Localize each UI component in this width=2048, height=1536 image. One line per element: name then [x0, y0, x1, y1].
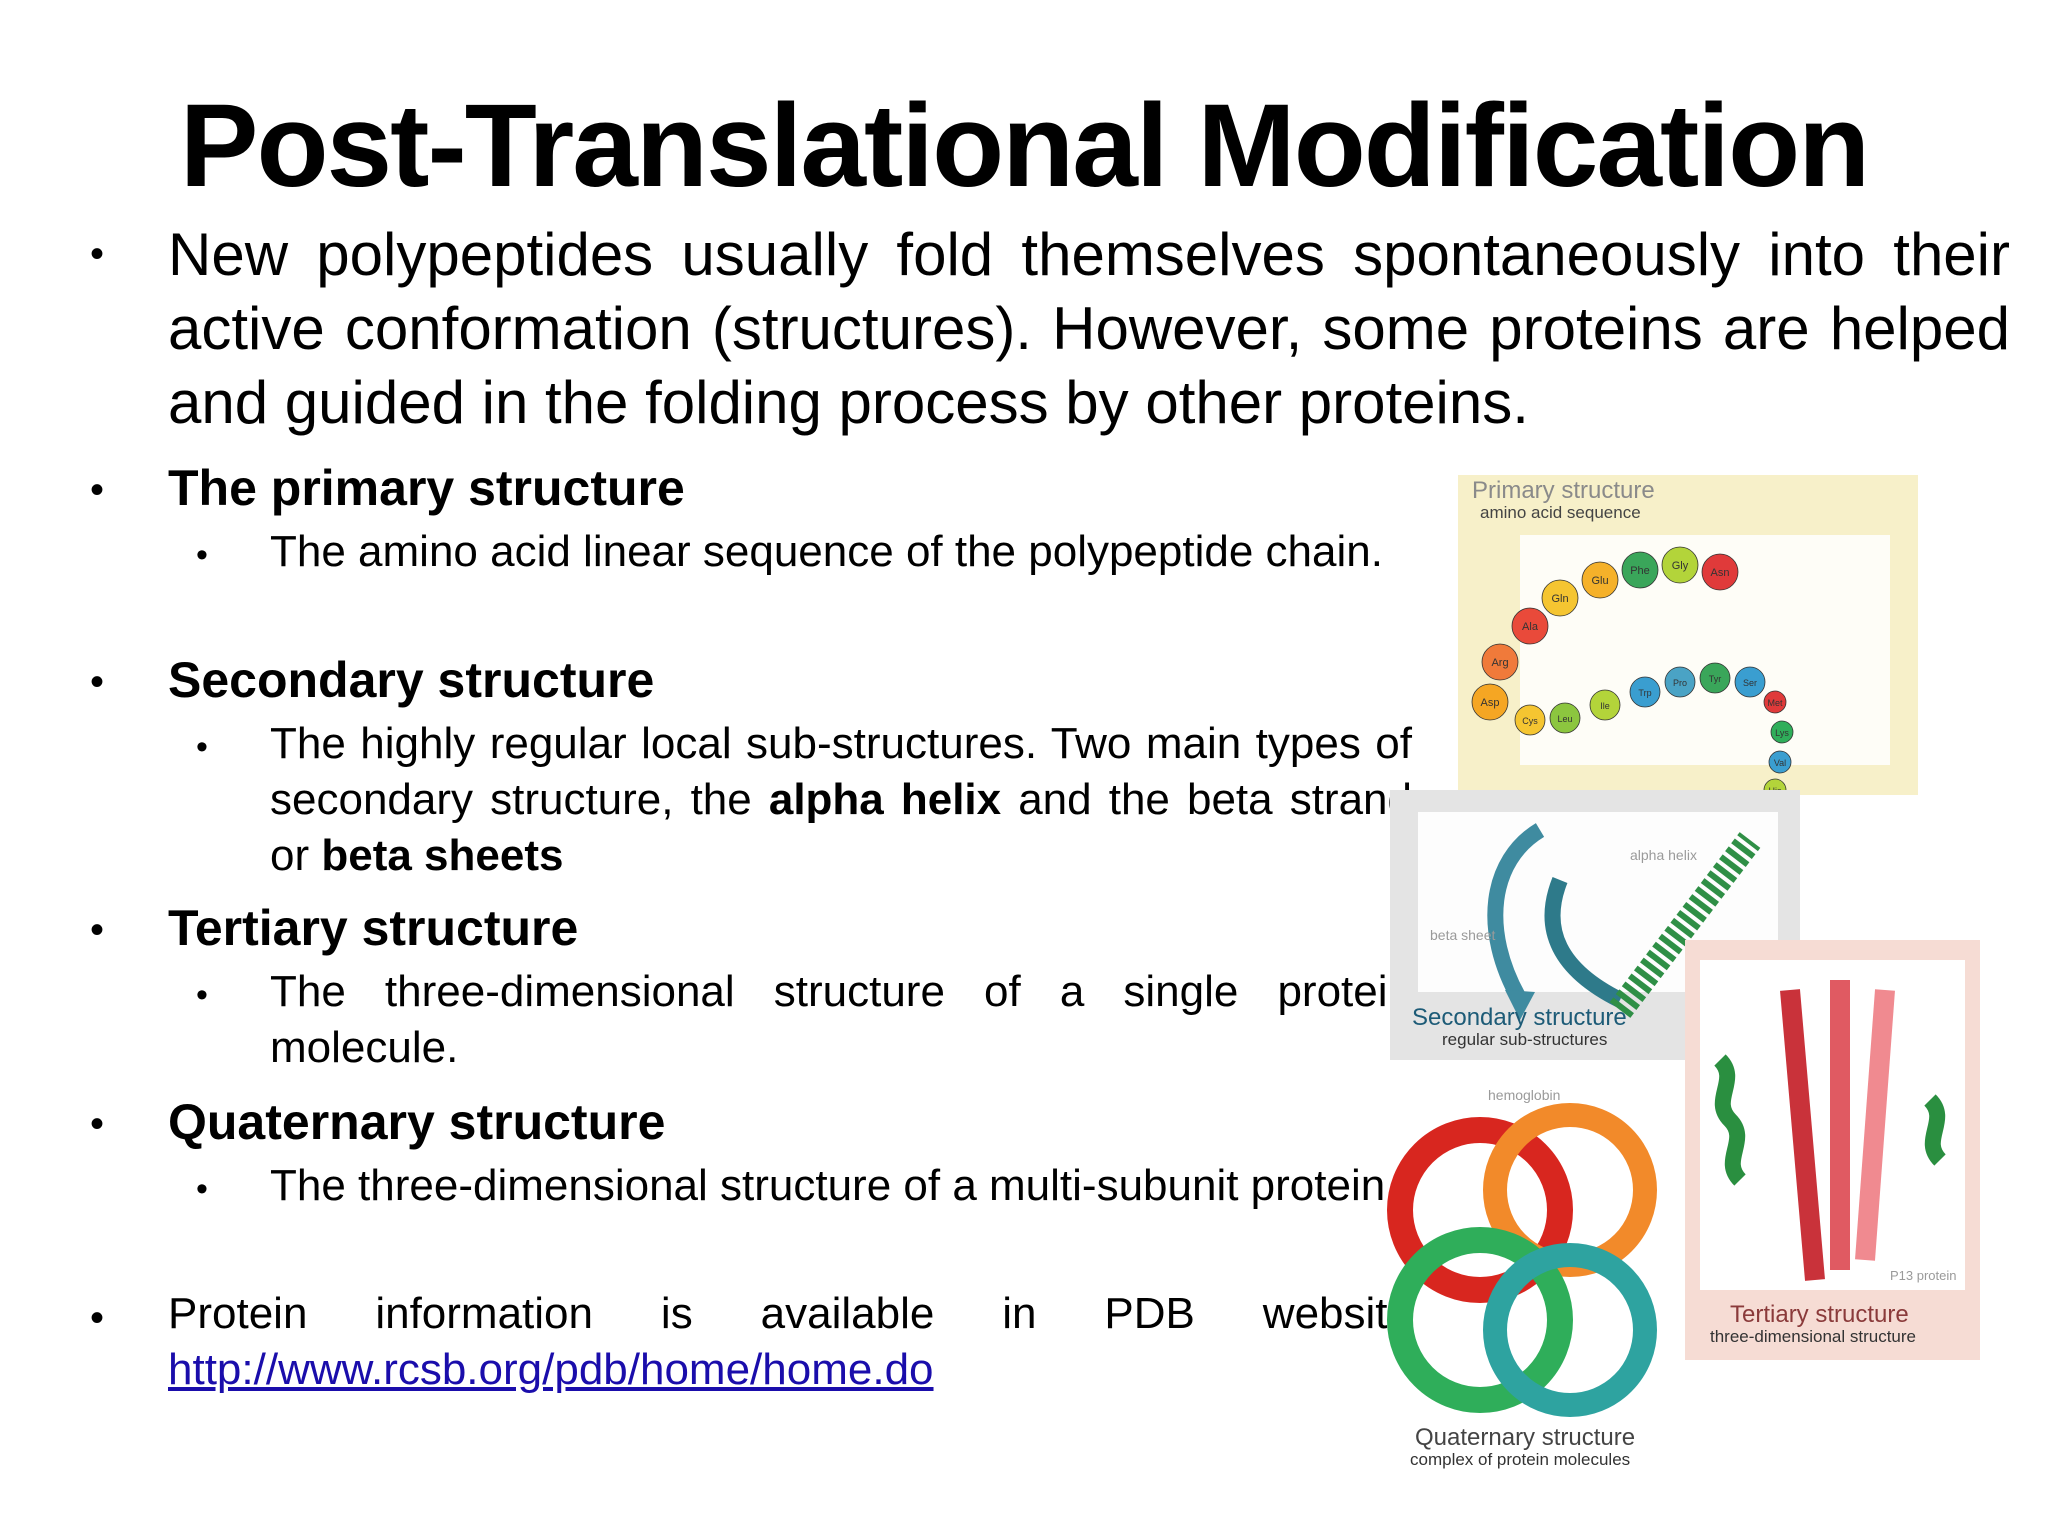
beta-strand-2: [1544, 877, 1624, 1008]
amino-acid-bead: [1621, 551, 1659, 589]
quaternary-title: Quaternary structure: [1415, 1424, 1635, 1451]
amino-acid-bead: [1701, 553, 1739, 591]
amino-acid-bead: [1763, 690, 1787, 714]
sub-bullet-dot: •: [196, 1170, 208, 1208]
amino-acid-label: Tyr: [1709, 674, 1722, 684]
hemoglobin-label: hemoglobin: [1488, 1087, 1560, 1103]
p13-label: P13 protein: [1890, 1268, 1957, 1283]
tertiary-subtitle: three-dimensional structure: [1710, 1327, 1916, 1346]
protein-structure-illustration: Primary structure amino acid sequence As…: [1387, 475, 1980, 1469]
amino-acid-bead: [1699, 662, 1731, 694]
amino-acid-label: Asn: [1711, 567, 1730, 579]
slide-title: Post-Translational Modification: [179, 80, 1870, 212]
primary-description: The amino acid linear sequence of the po…: [270, 527, 1383, 576]
amino-acid-label: Arg: [1491, 657, 1508, 669]
amino-acid-bead: [1514, 704, 1546, 736]
bullet-dot: •: [90, 232, 105, 276]
amino-acid-label: Leu: [1557, 714, 1572, 724]
amino-acid-label: Ala: [1522, 621, 1539, 633]
secondary-text-1: The highly regular local sub-structures.…: [270, 719, 1412, 824]
tertiary-description: The three-dimensional structure of a sin…: [270, 967, 1412, 1072]
amino-acid-label: Asp: [1481, 697, 1500, 709]
amino-acid-label: Gly: [1672, 560, 1689, 572]
secondary-title: Secondary structure: [1412, 1004, 1627, 1031]
amino-acid-bead: [1541, 579, 1579, 617]
alpha-helix-term: alpha helix: [768, 775, 1002, 824]
amino-acid-bead: [1629, 676, 1661, 708]
intro-text: New polypeptides usually fold themselves…: [168, 221, 2010, 436]
bullet-dot: •: [90, 660, 105, 704]
amino-acid-label: Lys: [1775, 728, 1789, 738]
amino-acid-label: Phe: [1630, 565, 1650, 577]
bullet-dot: •: [90, 908, 105, 952]
primary-subtitle: amino acid sequence: [1480, 503, 1641, 522]
quaternary-chain-green: [1387, 1227, 1573, 1413]
beta-strand-1: [1487, 823, 1545, 1004]
amino-acid-bead: [1661, 546, 1699, 584]
tertiary-helix-1: [1713, 1054, 1747, 1186]
beta-sheets-term: beta sheets: [321, 831, 564, 880]
amino-acid-bead: [1770, 720, 1794, 744]
secondary-text-2: and the beta strand or: [270, 775, 1412, 880]
tertiary-title: Tertiary structure: [1730, 1301, 1909, 1328]
amino-acid-label: Ser: [1743, 678, 1757, 688]
amino-acid-label: Cys: [1522, 716, 1538, 726]
amino-acid-label: Glu: [1591, 575, 1608, 587]
quaternary-chain-red: [1387, 1117, 1573, 1303]
amino-acid-label: Met: [1767, 698, 1783, 708]
bullet-dot: •: [90, 468, 105, 512]
sub-bullet-dot: •: [196, 976, 208, 1014]
amino-acid-bead: [1664, 666, 1696, 698]
sub-bullet-dot: •: [196, 728, 208, 766]
amino-acid-label: Gln: [1551, 593, 1568, 605]
heading-tertiary-structure: Tertiary structure: [168, 900, 579, 956]
beta-arrow: [1505, 990, 1535, 1020]
tertiary-sheet-1: [1780, 989, 1825, 1281]
amino-acid-bead: [1549, 702, 1581, 734]
primary-title: Primary structure: [1472, 477, 1655, 504]
quaternary-subtitle: complex of protein molecules: [1410, 1450, 1630, 1469]
heading-secondary-structure: Secondary structure: [168, 652, 655, 708]
pdb-info: Protein information is available in PDB …: [168, 1286, 1412, 1398]
tertiary-helix-2: [1923, 1094, 1947, 1166]
amino-acid-label: Ile: [1600, 701, 1610, 711]
bullet-dot: •: [90, 1296, 105, 1340]
pdb-text: Protein information is available in PDB …: [168, 1289, 1412, 1338]
amino-acid-bead: [1768, 750, 1792, 774]
secondary-subtitle: regular sub-structures: [1442, 1030, 1607, 1049]
quaternary-chain-teal: [1483, 1243, 1657, 1417]
amino-acid-label: Val: [1774, 758, 1786, 768]
heading-quaternary-structure: Quaternary structure: [168, 1094, 666, 1150]
amino-acid-label: Trp: [1638, 688, 1651, 698]
bullet-dot: •: [90, 1102, 105, 1146]
secondary-description: The highly regular local sub-structures.…: [270, 716, 1412, 884]
quaternary-description: The three-dimensional structure of a mul…: [270, 1161, 1398, 1210]
sub-bullet-dot: •: [196, 536, 208, 574]
amino-acid-bead: [1581, 561, 1619, 599]
amino-acid-bead: [1481, 643, 1519, 681]
protein-structure-figure: Primary structure amino acid sequence As…: [1370, 460, 1990, 1490]
amino-acid-bead: [1511, 607, 1549, 645]
beta-sheet-label: beta sheet: [1430, 927, 1495, 943]
alpha-helix-label: alpha helix: [1630, 847, 1697, 863]
pdb-link[interactable]: http://www.rcsb.org/pdb/home/home.do: [168, 1345, 934, 1394]
amino-acid-bead: [1471, 683, 1509, 721]
amino-acid-bead: [1734, 666, 1766, 698]
amino-acid-bead: [1589, 689, 1621, 721]
tertiary-sheet-3: [1855, 989, 1895, 1261]
alpha-helix-shape: [1609, 832, 1761, 1018]
heading-primary-structure: The primary structure: [168, 460, 685, 516]
amino-acid-label: Pro: [1673, 678, 1687, 688]
